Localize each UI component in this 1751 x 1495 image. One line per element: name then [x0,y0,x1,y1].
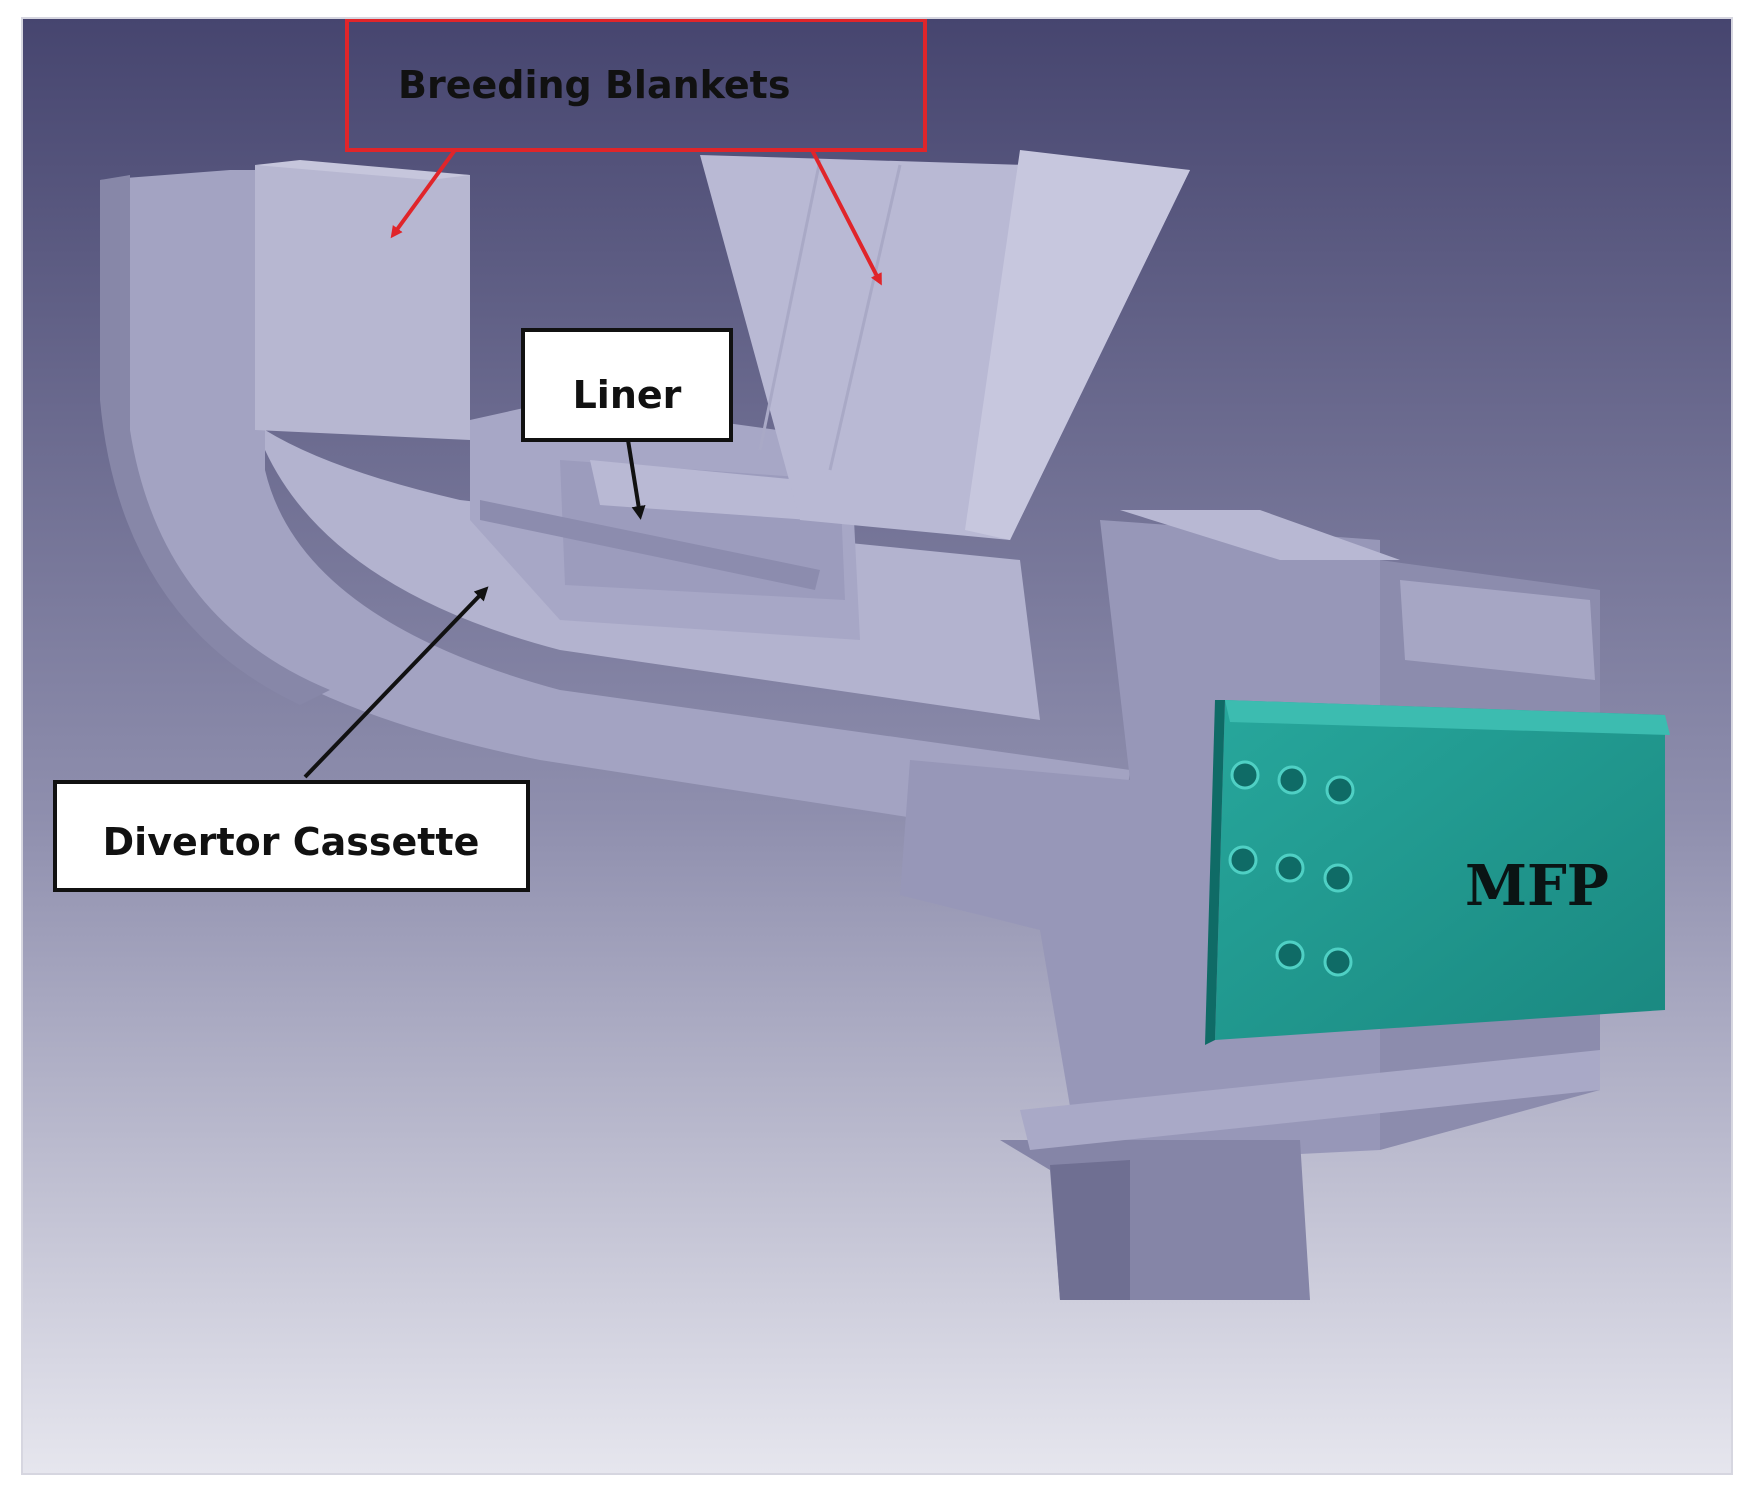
liner-callout: Liner [521,328,733,520]
bolt-hole [1323,947,1353,977]
divertor-cassette-callout: Divertor Cassette [53,586,530,892]
divertor-structure [100,150,1600,1300]
arrow-to-right-blanket [810,149,882,286]
mfp-box: MFP [1205,700,1670,1045]
mfp-bolt-holes [1228,760,1355,977]
arrow-to-liner [626,439,646,520]
figure-border [21,17,1733,1475]
bolt-hole [1230,760,1260,790]
breeding-blankets-label: Breeding Blankets [398,63,790,107]
liner-label: Liner [573,373,682,417]
arrow-to-divertor-cassette [303,586,489,779]
bolt-hole [1323,863,1353,893]
breeding-blankets-box [345,18,927,152]
bolt-hole [1228,845,1258,875]
divertor-cassette-box [53,780,530,892]
liner-box [521,328,733,442]
bolt-hole [1325,775,1355,805]
bolt-hole [1275,940,1305,970]
arrow-to-left-blanket [390,148,457,239]
bolt-hole [1277,765,1307,795]
breeding-blankets-callout: Breeding Blankets [345,18,927,286]
divertor-cassette-label: Divertor Cassette [103,820,480,864]
mfp-label: MFP [1465,853,1609,919]
bolt-hole [1275,853,1305,883]
